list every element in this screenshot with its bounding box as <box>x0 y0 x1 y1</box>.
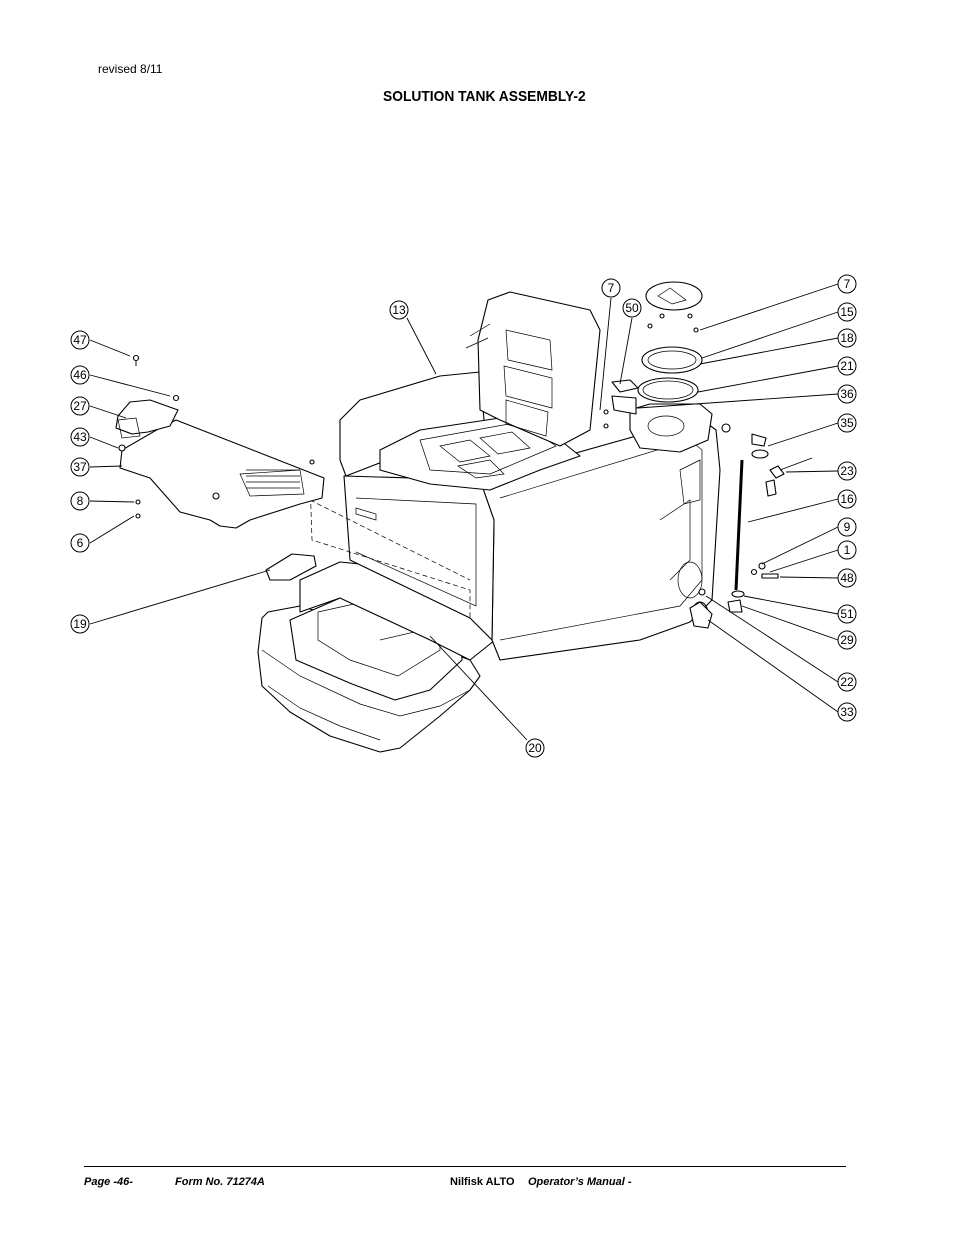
svg-text:36: 36 <box>840 387 854 401</box>
callout-8: 8 <box>70 491 90 511</box>
svg-text:33: 33 <box>840 705 854 719</box>
tank-body <box>257 291 721 753</box>
callout-9: 9 <box>837 517 857 537</box>
callout-35: 35 <box>837 413 857 433</box>
svg-text:1: 1 <box>844 543 851 557</box>
svg-text:16: 16 <box>840 492 854 506</box>
callout-21: 21 <box>837 356 857 376</box>
svg-text:29: 29 <box>840 633 854 647</box>
footer-brand: Nilfisk ALTO <box>450 1176 515 1188</box>
svg-text:19: 19 <box>73 617 87 631</box>
callout-29: 29 <box>837 630 857 650</box>
callout-50: 50 <box>622 298 642 318</box>
svg-text:35: 35 <box>840 416 854 430</box>
callout-51: 51 <box>837 604 857 624</box>
svg-text:9: 9 <box>844 520 851 534</box>
svg-text:46: 46 <box>73 368 87 382</box>
svg-text:7: 7 <box>844 277 851 291</box>
footer-form-number: Form No. 71274A <box>175 1176 265 1188</box>
callout-27: 27 <box>70 396 90 416</box>
callout-1: 1 <box>837 540 857 560</box>
drain-tube-assembly <box>689 423 813 629</box>
callout-20: 20 <box>525 738 545 758</box>
svg-text:20: 20 <box>528 741 542 755</box>
callout-13: 13 <box>389 300 409 320</box>
footer-divider <box>84 1166 846 1167</box>
svg-text:23: 23 <box>840 464 854 478</box>
callout-37: 37 <box>70 457 90 477</box>
page-title: SOLUTION TANK ASSEMBLY-2 <box>383 88 586 105</box>
footer-manual-title: Operator’s Manual - <box>528 1176 632 1188</box>
callouts: 47 46 27 43 37 8 6 19 13 7 50 7 15 18 21… <box>70 274 857 758</box>
svg-text:50: 50 <box>625 301 639 315</box>
callout-19: 19 <box>70 614 90 634</box>
callout-48: 48 <box>837 568 857 588</box>
callout-7-top: 7 <box>601 278 621 298</box>
svg-text:6: 6 <box>77 536 84 550</box>
callout-46: 46 <box>70 365 90 385</box>
callout-47: 47 <box>70 330 90 350</box>
callout-33: 33 <box>837 702 857 722</box>
svg-text:21: 21 <box>840 359 854 373</box>
svg-text:47: 47 <box>73 333 87 347</box>
svg-text:48: 48 <box>840 571 854 585</box>
pad-19 <box>265 553 317 581</box>
callout-43: 43 <box>70 427 90 447</box>
footer-page-number: Page -46- <box>84 1176 133 1188</box>
mounting-plate-assembly <box>115 354 325 529</box>
svg-text:8: 8 <box>77 494 84 508</box>
svg-text:37: 37 <box>73 460 87 474</box>
callout-18: 18 <box>837 328 857 348</box>
callout-15: 15 <box>837 302 857 322</box>
svg-text:18: 18 <box>840 331 854 345</box>
callout-23: 23 <box>837 461 857 481</box>
callout-16: 16 <box>837 489 857 509</box>
callout-36: 36 <box>837 384 857 404</box>
callout-6: 6 <box>70 533 90 553</box>
svg-text:7: 7 <box>608 281 615 295</box>
svg-text:15: 15 <box>840 305 854 319</box>
callout-22: 22 <box>837 672 857 692</box>
fill-cover-parts <box>603 281 703 429</box>
svg-text:51: 51 <box>840 607 854 621</box>
svg-text:27: 27 <box>73 399 87 413</box>
callout-7: 7 <box>837 274 857 294</box>
leader-lines <box>89 283 839 741</box>
svg-text:43: 43 <box>73 430 87 444</box>
svg-text:22: 22 <box>840 675 854 689</box>
revision-note: revised 8/11 <box>98 62 163 76</box>
svg-text:13: 13 <box>392 303 406 317</box>
